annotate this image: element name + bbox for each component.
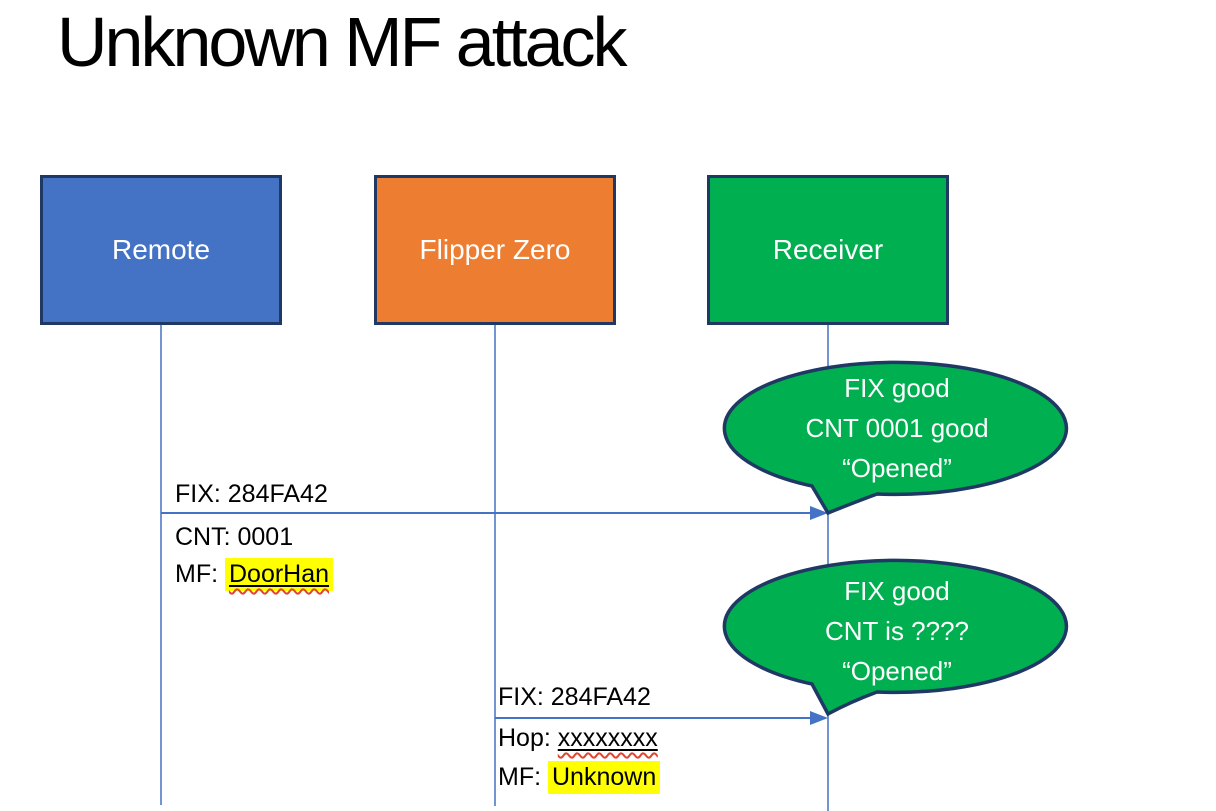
actor-box-remote: Remote <box>40 175 282 325</box>
message-1-mf-value: DoorHan <box>229 560 330 588</box>
message-2-hop-label: Hop: xxxxxxxx <box>498 722 658 754</box>
message-2-hop-value: xxxxxxxx <box>557 724 658 752</box>
actor-box-flipper-zero: Flipper Zero <box>374 175 616 325</box>
callout-bubble-2 <box>722 558 1069 717</box>
callout-1-line-1: FIX good <box>844 373 950 403</box>
message-1-cnt-label: CNT: 0001 <box>175 523 294 551</box>
message-arrow-2-head <box>810 711 828 725</box>
actor-label-remote: Remote <box>111 234 211 265</box>
actor-label-receiver: Receiver <box>772 234 884 265</box>
message-1-mf-label: MF: DoorHan <box>175 558 334 591</box>
callout-2-line-1: FIX good <box>844 576 950 606</box>
actor-box-receiver: Receiver <box>707 175 949 325</box>
callout-2-line-2: CNT is ???? <box>824 616 970 646</box>
message-2-mf-prefix: MF: <box>498 763 548 791</box>
message-2-mf-value: Unknown <box>548 761 661 794</box>
message-2-mf-label: MF: Unknown <box>498 761 661 794</box>
message-1-fix-label: FIX: 284FA42 <box>175 480 328 508</box>
callout-2-text: FIX good CNT is ???? “Opened” <box>726 571 1068 691</box>
actor-label-flipper-zero: Flipper Zero <box>419 234 571 265</box>
callout-2-line-3: “Opened” <box>842 656 952 686</box>
message-2-hop-prefix: Hop: <box>498 724 558 752</box>
callout-1-text: FIX good CNT 0001 good “Opened” <box>726 368 1068 488</box>
message-2-fix-label: FIX: 284FA42 <box>498 683 651 711</box>
callout-1-line-2: CNT 0001 good <box>805 413 989 443</box>
callout-bubble-1 <box>722 360 1069 516</box>
slide-title: Unknown MF attack <box>57 3 628 81</box>
message-1-mf-highlight: DoorHan <box>225 558 334 591</box>
callout-1-line-3: “Opened” <box>842 453 952 483</box>
message-1-mf-prefix: MF: <box>175 560 225 588</box>
message-arrow-1-head <box>810 506 828 520</box>
